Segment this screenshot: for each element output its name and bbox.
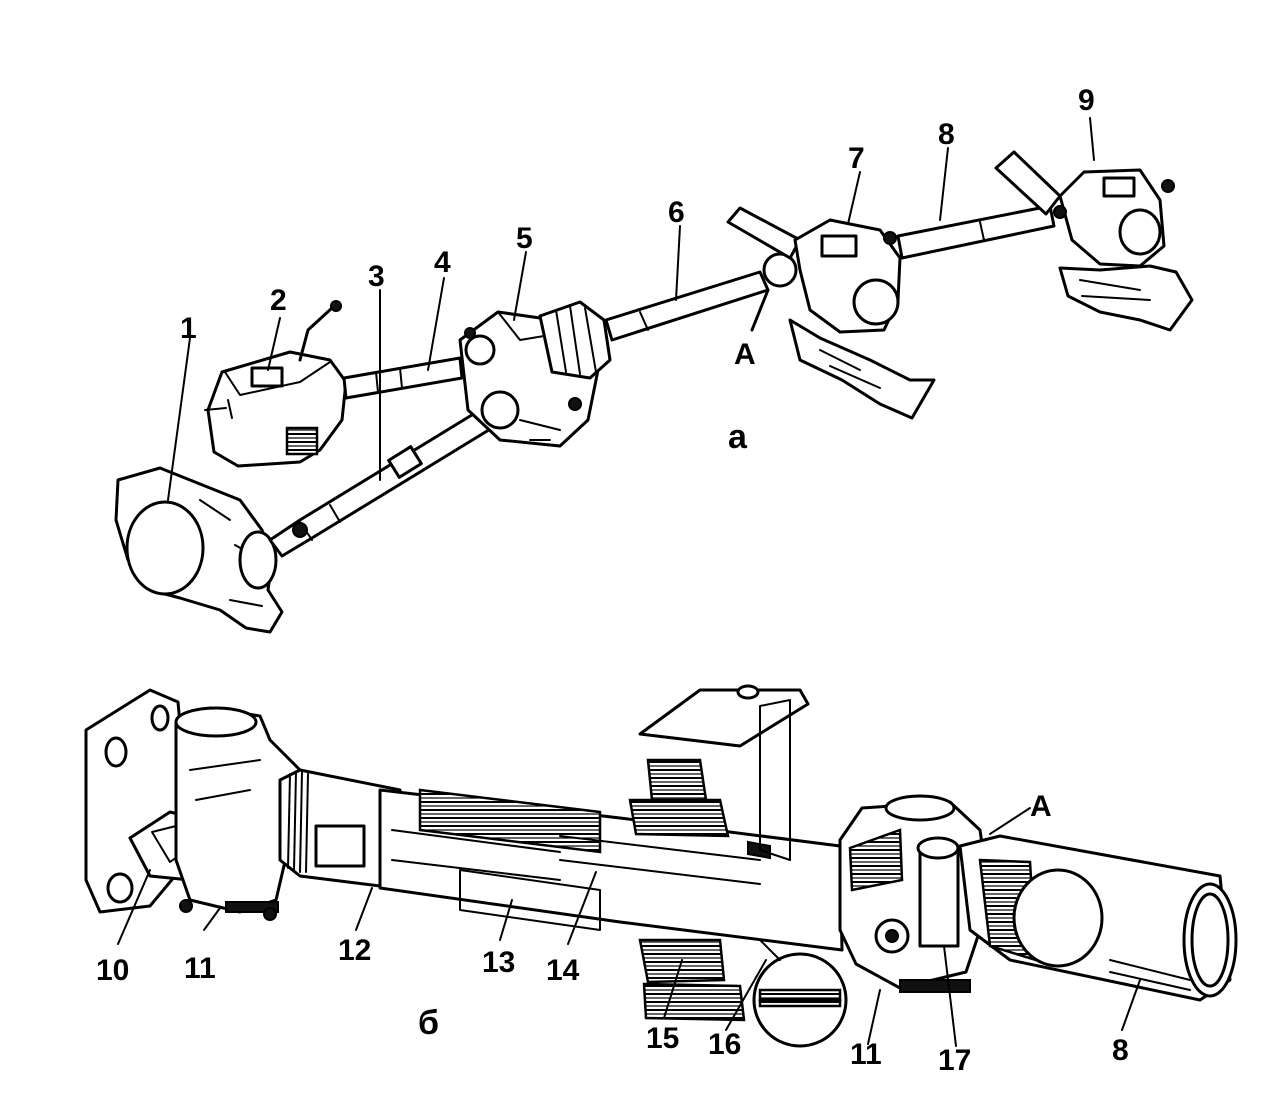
- panel-a-labels: 1 2 3 4 5 6 7 8 9 А а: [167, 84, 1095, 501]
- label-14: 14: [546, 954, 580, 987]
- panel-a-drawing: [114, 150, 1194, 634]
- propeller-shaft-4: [342, 356, 464, 400]
- label-10: 10: [96, 954, 129, 987]
- label-9: 9: [1078, 84, 1095, 117]
- label-5: 5: [516, 222, 533, 255]
- intermediate-support: [628, 684, 810, 1022]
- detail-circle-16: [752, 939, 848, 1048]
- label-17: 17: [938, 1044, 971, 1077]
- universal-joint-11-right: [838, 794, 992, 993]
- label-1: 1: [180, 312, 197, 345]
- propeller-shaft-8: [896, 204, 1056, 260]
- panel-a-caption: а: [728, 418, 748, 456]
- label-6: 6: [668, 196, 685, 229]
- joint-a: [750, 252, 798, 332]
- panel-b-drawing: [84, 684, 1238, 1048]
- panel-b-labels: 10 11 12 13 14 15 16 11 17 8 А б: [96, 790, 1141, 1077]
- label-2: 2: [270, 284, 287, 317]
- middle-axle-7: [726, 206, 936, 420]
- shaft-body: [378, 788, 844, 952]
- rubber-boot: [538, 300, 612, 380]
- transfer-unit-2: [204, 300, 348, 468]
- label-12: 12: [338, 934, 371, 967]
- front-axle-housing: [114, 466, 284, 634]
- label-a-b: А: [1030, 790, 1052, 823]
- label-13: 13: [482, 946, 515, 979]
- label-8-b: 8: [1112, 1034, 1129, 1067]
- label-11-right: 11: [850, 1038, 882, 1071]
- label-3: 3: [368, 260, 385, 293]
- panel-b-caption: б: [418, 1004, 439, 1042]
- label-16: 16: [708, 1028, 741, 1061]
- label-11-left: 11: [184, 952, 216, 985]
- label-7: 7: [848, 142, 865, 175]
- label-15: 15: [646, 1022, 679, 1055]
- shaft-tube-8: [958, 834, 1238, 1002]
- propeller-shaft-6: [604, 270, 770, 342]
- label-a-joint: А: [734, 338, 756, 371]
- label-4: 4: [434, 246, 451, 279]
- rear-axle-9: [994, 150, 1194, 332]
- universal-joint-11-left: [174, 706, 302, 921]
- label-8: 8: [938, 118, 955, 151]
